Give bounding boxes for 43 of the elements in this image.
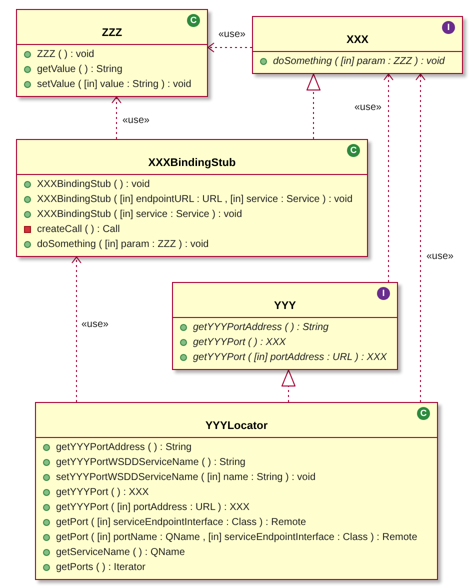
class-name: YYY (274, 300, 296, 313)
method-signature: doSomething ( [in] param : ZZZ ) : void (273, 55, 445, 68)
interface-box (172, 282, 398, 370)
class-box (16, 9, 208, 97)
method-signature: getYYYPort ( [in] portAddress : URL ) : XXX (193, 351, 387, 364)
dependency-arrow (416, 74, 426, 402)
method-signature: getYYYPort ( ) : XXX (193, 336, 286, 349)
method-signature: getYYYPortWSDDServiceName ( ) : String (56, 456, 246, 469)
realization-arrow (282, 370, 296, 402)
realization-arrow (306, 74, 320, 140)
class-type-badge: C (187, 14, 200, 27)
method-signature: createCall ( ) : Call (37, 223, 120, 236)
method-signature: getYYYPortAddress ( ) : String (193, 321, 329, 334)
method-signature: setYYYPortWSDDServiceName ( [in] name : String ) : void (56, 471, 316, 484)
method-signature: getServiceName ( ) : QName (56, 546, 185, 559)
method-signature: getYYYPort ( [in] portAddress : URL ) : XXX (56, 501, 250, 514)
method-signature: getPort ( [in] serviceEndpointInterface : Class ) : Remote (56, 516, 306, 529)
method-signature: XXXBindingStub ( [in] endpointURL : URL , [in] service : Service ) : void (37, 193, 353, 206)
class-name: XXX (346, 34, 368, 47)
class-name: ZZZ (102, 27, 122, 40)
method-signature: getPorts ( ) : Iterator (56, 561, 146, 574)
class-type-badge: C (347, 144, 360, 157)
dependency-arrow (384, 74, 394, 282)
class-box (35, 402, 438, 580)
class-name: XXXBindingStub (148, 157, 236, 170)
dependency-arrow (112, 96, 122, 140)
class-type-badge: C (417, 407, 430, 420)
class-name: YYYLocator (205, 420, 268, 433)
method-signature: getValue ( ) : String (37, 63, 122, 76)
class-box (16, 139, 368, 257)
method-signature: ZZZ ( ) : void (37, 48, 94, 61)
dependency-arrow (72, 256, 82, 402)
interface-type-badge: I (377, 287, 390, 300)
method-signature: getYYYPortAddress ( ) : String (56, 441, 192, 454)
dependency-arrow (208, 42, 252, 52)
method-signature: doSomething ( [in] param : ZZZ ) : void (37, 238, 209, 251)
method-signature: getPort ( [in] portName : QName , [in] serviceEndpointInterface : Class ) : Remote (56, 531, 418, 544)
method-signature: setValue ( [in] value : String ) : void (37, 78, 192, 91)
interface-box (252, 16, 463, 74)
method-signature: XXXBindingStub ( ) : void (37, 178, 150, 191)
method-signature: XXXBindingStub ( [in] service : Service ) : void (37, 208, 242, 221)
interface-type-badge: I (442, 21, 455, 34)
method-signature: getYYYPort ( ) : XXX (56, 486, 149, 499)
